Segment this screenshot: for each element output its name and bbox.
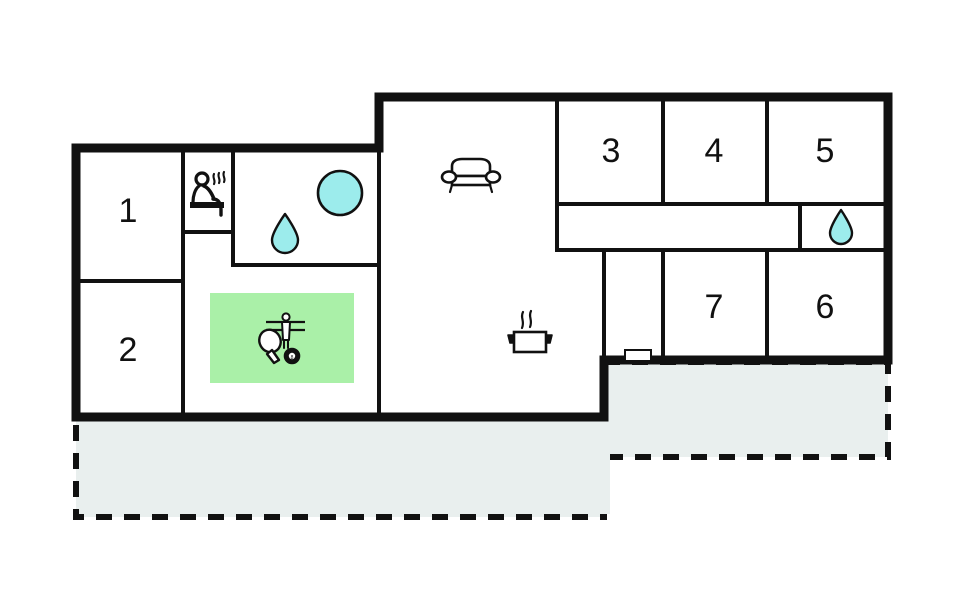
ping-pong-paddle-icon (258, 328, 282, 365)
foosball-figure-icon (281, 312, 291, 349)
sauna-icon (190, 170, 226, 217)
room-number-labels: 1 2 3 4 5 7 6 (119, 132, 835, 369)
room-number-5: 5 (816, 132, 835, 170)
exterior-wall (71, 92, 893, 422)
terrace-left (73, 414, 607, 520)
right-wing-walls (555, 95, 890, 362)
sofa-icon (440, 157, 502, 194)
terrace-join-fill-2 (596, 420, 610, 514)
room-number-3: 3 (602, 132, 621, 170)
water-drop-wc-icon (828, 208, 854, 246)
entrance-door[interactable] (624, 349, 652, 362)
table-games-icon: 8 (258, 312, 305, 365)
room-number-1: 1 (119, 192, 138, 230)
svg-text:8: 8 (291, 355, 294, 361)
water-drop-bath-icon (270, 212, 300, 255)
room-number-7: 7 (705, 288, 724, 326)
terrace-right (601, 359, 891, 460)
room-number-2: 2 (119, 331, 138, 369)
pool-icon (316, 169, 364, 217)
billiard-ball-icon: 8 (283, 347, 301, 365)
room-number-4: 4 (705, 132, 724, 170)
room-number-6: 6 (816, 288, 835, 326)
cooking-pot-icon (507, 309, 553, 354)
interior-walls (74, 146, 381, 419)
